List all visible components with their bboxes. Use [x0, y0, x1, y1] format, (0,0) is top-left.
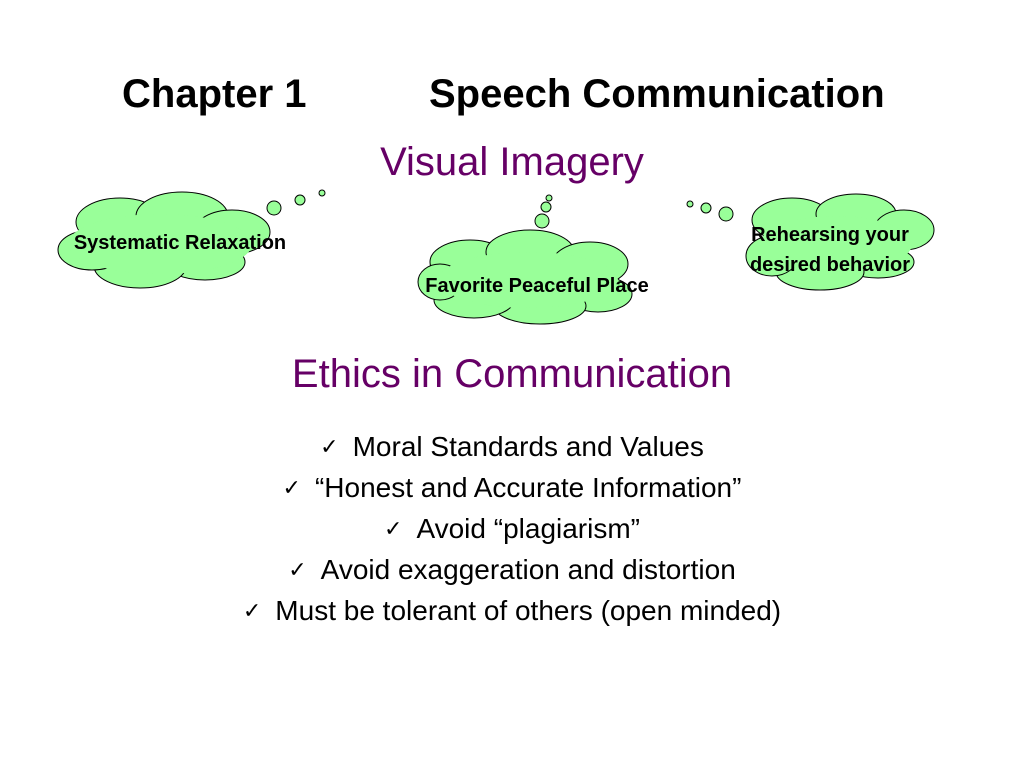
thought-bubble-dot	[700, 202, 712, 214]
thought-bubble-dot	[266, 200, 282, 216]
list-item: ✓ Avoid exaggeration and distortion	[0, 549, 1024, 590]
list-item: ✓ Must be tolerant of others (open minded…	[0, 590, 1024, 631]
cloud-label-rehearsing: Rehearsing your desired behavior	[718, 220, 942, 280]
slide-title: Chapter 1 Speech Communication	[0, 72, 1024, 122]
thought-bubble-dot	[545, 194, 553, 202]
ethics-heading: Ethics in Communication	[291, 352, 733, 396]
list-item: ✓ Moral Standards and Values	[0, 426, 1024, 467]
list-item: ✓ “Honest and Accurate Information”	[0, 467, 1024, 508]
thought-cloud-favorite-place	[417, 194, 633, 325]
chapter-label: Chapter 1	[122, 72, 307, 116]
check-mark-icon: ✓	[384, 516, 403, 541]
list-item-text: “Honest and Accurate Information”	[314, 472, 742, 503]
list-item: ✓ Avoid “plagiarism”	[0, 508, 1024, 549]
check-mark-icon: ✓	[282, 475, 301, 500]
cloud-label-favorite-place: Favorite Peaceful Place	[425, 275, 649, 297]
list-item-text: Must be tolerant of others (open minded)	[275, 595, 782, 626]
list-item-text: Avoid exaggeration and distortion	[320, 554, 736, 585]
thought-cloud-systematic-relaxation	[57, 189, 326, 289]
cloud-label-rehearsing-line1: Rehearsing your	[751, 224, 909, 246]
thought-bubble-dot	[718, 206, 734, 222]
cloud-label-systematic-relaxation: Systematic Relaxation	[73, 232, 287, 254]
check-mark-icon: ✓	[320, 434, 339, 459]
thought-bubble-dot	[534, 213, 550, 229]
thought-cloud-rehearsing	[686, 193, 935, 291]
check-mark-icon: ✓	[288, 557, 307, 582]
thought-bubble-dot	[318, 189, 326, 197]
thought-bubble-dot	[686, 200, 694, 208]
chapter-topic: Speech Communication	[429, 72, 885, 116]
visual-imagery-heading: Visual Imagery	[380, 140, 644, 184]
cloud-label-rehearsing-line2: desired behavior	[749, 254, 911, 276]
list-item-text: Moral Standards and Values	[352, 431, 704, 462]
list-item-text: Avoid “plagiarism”	[416, 513, 640, 544]
thought-bubble-dot	[294, 194, 306, 206]
check-mark-icon: ✓	[242, 598, 262, 623]
thought-bubble-dot	[540, 201, 552, 213]
ethics-list: ✓ Moral Standards and Values ✓ “Honest and…	[0, 426, 1024, 631]
